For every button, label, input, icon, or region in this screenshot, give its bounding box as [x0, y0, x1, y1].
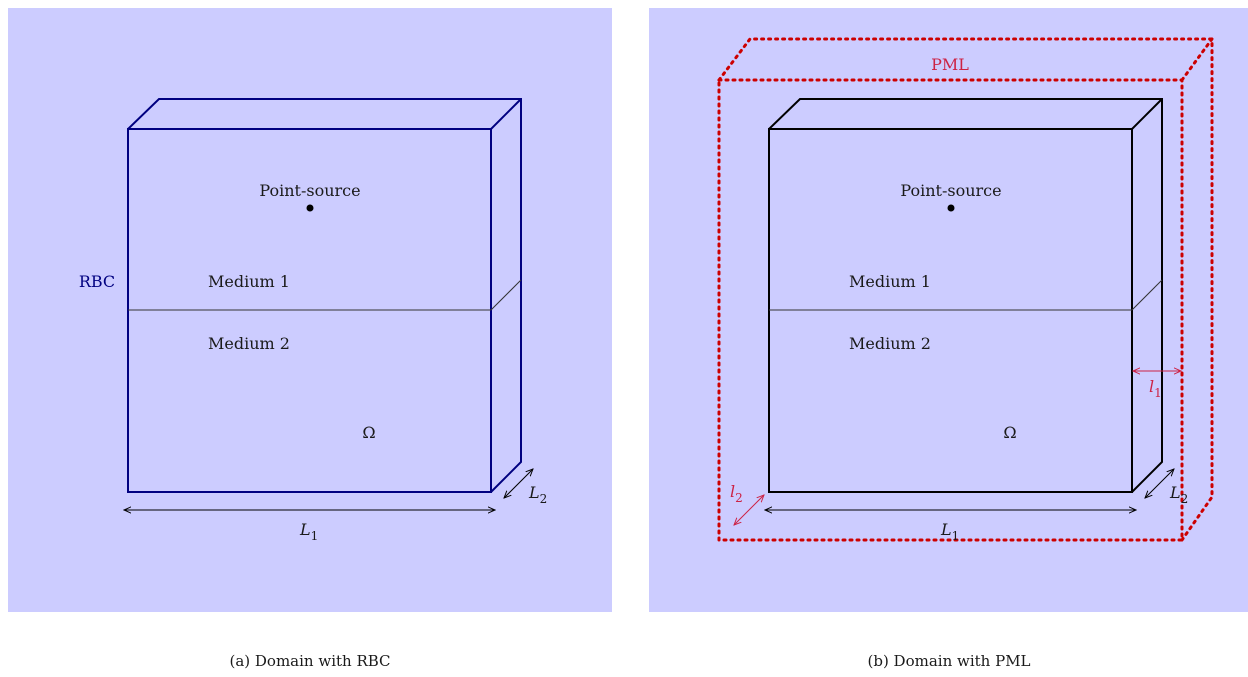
domain-symbol-b: Ω: [1003, 423, 1016, 442]
point-source-a: [306, 204, 314, 212]
dimension-l2-arrow-b: [1145, 469, 1174, 498]
pml-label: PML: [931, 55, 969, 74]
medium1-label-b: Medium 1: [849, 272, 931, 291]
caption-a: (a) Domain with RBC: [229, 652, 390, 670]
point-source-label-b: Point-source: [900, 181, 1001, 200]
dimension-l1-label-b: L1: [940, 520, 959, 543]
point-source-label-a: Point-source: [259, 181, 360, 200]
panel-a: Point-source Medium 1 Medium 2 Ω RBC L1 …: [8, 8, 612, 670]
domain-symbol-a: Ω: [362, 423, 375, 442]
dimension-l2-label-a: L2: [528, 483, 547, 506]
dimension-l2-arrow-a: [504, 469, 533, 498]
pml-width-l2-arrow: [734, 495, 764, 525]
dimension-l1-label-a: L1: [299, 520, 318, 543]
pml-layer-box: [717, 37, 1214, 542]
rbc-label: RBC: [79, 272, 115, 291]
medium-interface-a: [128, 279, 522, 311]
point-source-b: [947, 204, 955, 212]
caption-b: (b) Domain with PML: [867, 652, 1030, 670]
pml-width-l1-label: l1: [1149, 377, 1162, 400]
panel-b: PML Point-source Medium 1 Medium 2 Ω l1 …: [649, 8, 1248, 670]
medium1-label-a: Medium 1: [208, 272, 290, 291]
pml-width-l2-label: l2: [730, 482, 743, 505]
dimension-l2-label-b: L2: [1169, 483, 1188, 506]
medium2-label-b: Medium 2: [849, 334, 931, 353]
medium-interface-b: [769, 279, 1163, 311]
medium2-label-a: Medium 2: [208, 334, 290, 353]
